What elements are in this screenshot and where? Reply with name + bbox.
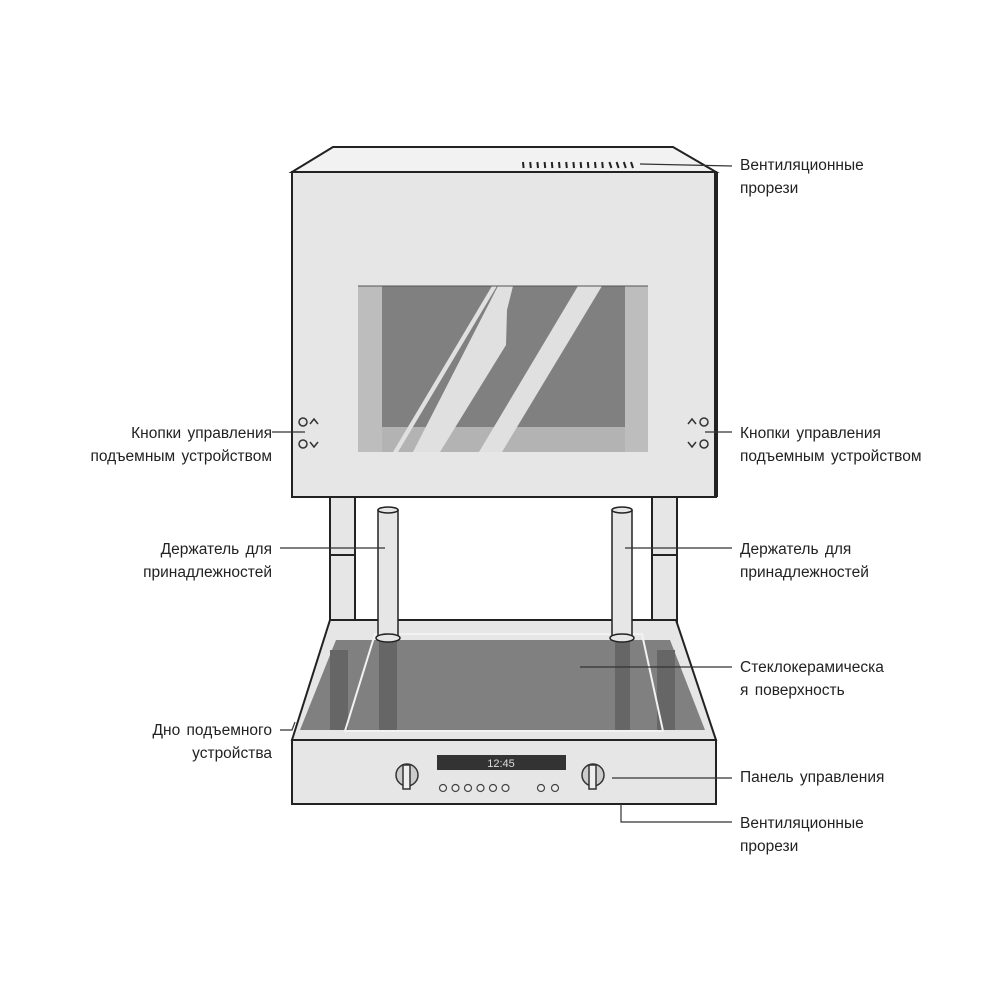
vent-slot [550,161,554,169]
vent-slot [622,161,627,169]
label-line: Панель управления [740,769,885,786]
vent-slot [630,161,634,169]
label-holder-right: Держатель для принадлежностей [740,538,869,584]
vent-slot [529,161,532,169]
panel-button[interactable] [488,783,498,793]
leader-lines [272,163,733,823]
label-line: Держатель для [740,541,852,558]
label-buttons-left: Кнопки управления подъемным устройством [90,422,272,468]
panel-button[interactable] [451,783,460,793]
panel-button[interactable] [438,783,448,793]
label-control-panel: Панель управления [740,766,884,789]
lift-bottom [290,619,718,741]
vent-slot [536,161,539,169]
label-line: принадлежностей [143,564,272,581]
vent-slot [543,161,547,169]
vent-slot [579,161,583,169]
label-line: Вентиляционные [740,815,864,832]
panel-button[interactable] [463,783,473,793]
label-vent-bottom: Вентиляционные прорези [740,812,864,858]
label-line: прорези [740,838,799,855]
display-time: 12:45 [487,758,515,770]
label-line: Кнопки управления [740,425,881,442]
vent-slot [572,161,575,169]
vent-slot [558,161,561,169]
vent-slot [601,161,604,169]
label-line: прорези [740,180,799,197]
glass-ceramic-surface [330,633,675,732]
panel-buttons[interactable] [438,783,560,793]
lift-buttons-right[interactable] [687,417,709,449]
knob-left[interactable] [395,763,419,790]
label-holder-left: Держатель для принадлежностей [143,538,272,584]
knob-right[interactable] [581,763,605,790]
control-panel [291,739,717,805]
label-line: принадлежностей [740,564,869,581]
vent-slot [608,161,613,169]
panel-button[interactable] [536,783,546,793]
panel-button[interactable] [550,783,560,793]
label-line: подъемным устройством [740,448,922,465]
accessory-holders [375,506,635,643]
label-vent-top: Вентиляционные прорези [740,154,864,200]
panel-button[interactable] [476,783,485,793]
vent-slots [522,161,634,169]
label-line: Дно подъемного [152,722,272,739]
label-line: Кнопки управления [131,425,272,442]
label-line: подъемным устройством [90,448,272,465]
vent-slot [586,161,590,169]
label-buttons-right: Кнопки управления подъемным устройством [740,422,922,468]
label-line: устройства [192,745,272,762]
vent-slot [615,161,620,169]
vent-slot [522,161,525,169]
lift-buttons-left[interactable] [298,417,319,449]
vent-slot [594,161,597,169]
label-line: Стеклокерамическа [740,659,884,676]
label-glass-ceramic: Стеклокерамическа я поверхность [740,656,884,702]
label-line: Вентиляционные [740,157,864,174]
vent-slot [565,161,568,169]
panel-button[interactable] [501,783,510,793]
label-line: Держатель для [160,541,272,558]
hood-window [358,285,648,452]
label-lift-bottom: Дно подъемного устройства [153,719,272,765]
label-line: я поверхность [740,682,845,699]
